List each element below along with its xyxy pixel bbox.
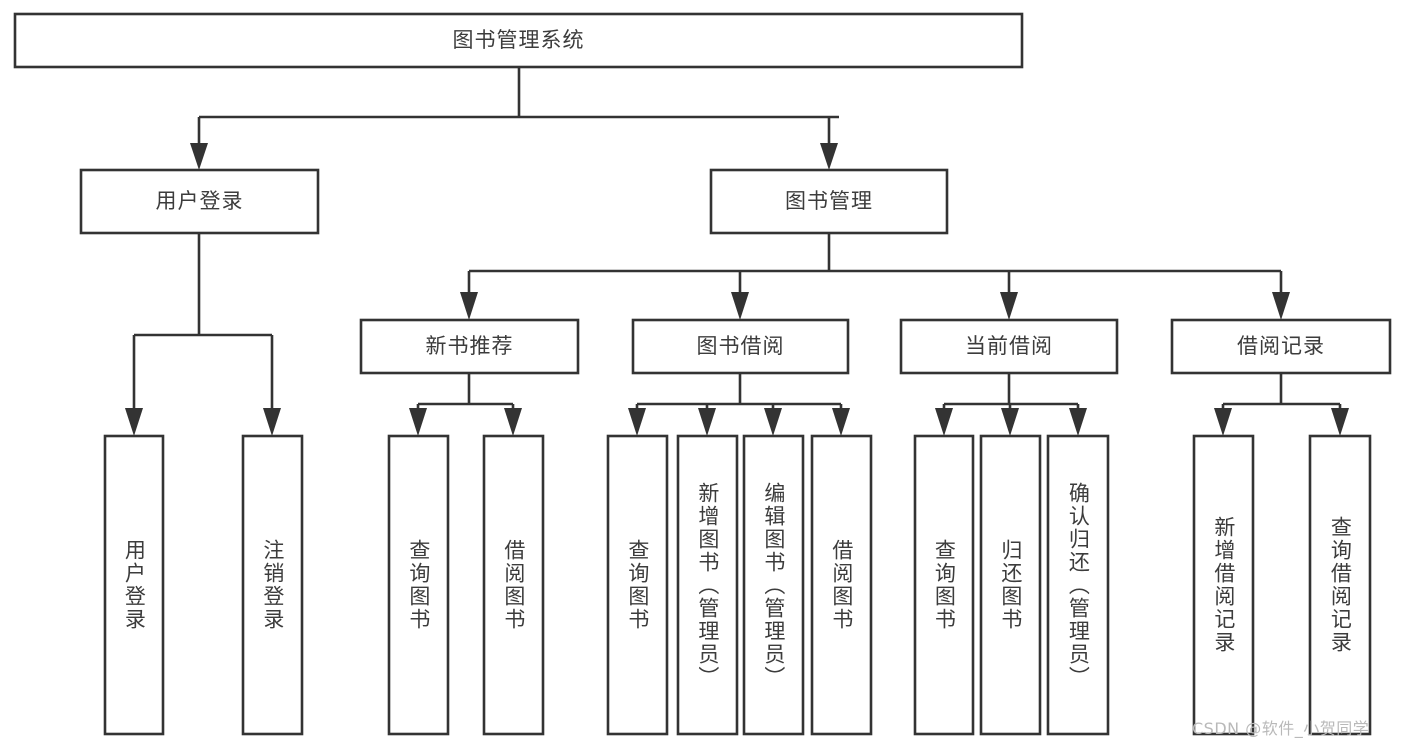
arrow-head-book-mgmt [820, 143, 838, 170]
arrow-head-current-borrow [1000, 292, 1018, 320]
node-box-leaf-new-book-1[interactable] [387, 434, 450, 736]
node-box-root[interactable] [13, 12, 1024, 69]
arrow-head-user-login-leaf-1 [125, 408, 143, 436]
node-box-leaf-user-login-1[interactable] [103, 434, 165, 736]
arrow-head-book-borrow-leaf-1 [628, 408, 646, 436]
arrow-head-book-borrow-leaf-2 [698, 408, 716, 436]
node-box-leaf-user-login-2[interactable] [241, 434, 304, 736]
csdn-watermark: CSDN @软件_小贺同学 [1192, 719, 1370, 738]
node-box-leaf-book-borrow-2[interactable] [676, 434, 739, 736]
arrow-head-borrow-record [1272, 292, 1290, 320]
arrow-head-current-borrow-leaf-1 [935, 408, 953, 436]
arrow-head-user-login-leaf-2 [263, 408, 281, 436]
node-box-borrow-record[interactable] [1170, 318, 1392, 375]
arrow-head-book-borrow-leaf-3 [764, 408, 782, 436]
arrow-head-user-login [190, 143, 208, 170]
arrow-head-new-book-leaf-1 [409, 408, 427, 436]
connector-group-borrow-record [1214, 373, 1349, 436]
arrow-head-book-borrow-leaf-4 [832, 408, 850, 436]
connector-group-new-book [409, 373, 522, 436]
node-box-book-mgmt[interactable] [709, 168, 949, 235]
arrow-head-book-borrow [731, 292, 749, 320]
node-box-book-borrow[interactable] [631, 318, 850, 375]
connector-group-current-borrow [935, 373, 1087, 436]
node-box-leaf-new-book-2[interactable] [482, 434, 545, 736]
node-box-leaf-current-borrow-2[interactable] [979, 434, 1042, 736]
node-box-leaf-book-borrow-4[interactable] [810, 434, 873, 736]
arrow-head-current-borrow-leaf-2 [1001, 408, 1019, 436]
node-box-leaf-borrow-record-2[interactable] [1308, 434, 1372, 736]
arrow-head-new-book-leaf-2 [504, 408, 522, 436]
node-box-current-borrow[interactable] [899, 318, 1119, 375]
arrow-head-current-borrow-leaf-3 [1069, 408, 1087, 436]
node-box-user-login[interactable] [79, 168, 320, 235]
node-box-leaf-current-borrow-3[interactable] [1046, 434, 1110, 736]
arrow-head-borrow-record-leaf-1 [1214, 408, 1232, 436]
node-box-new-book-recommend[interactable] [359, 318, 580, 375]
connector-group-user-login [125, 233, 281, 436]
connector-group-book-borrow [628, 373, 850, 436]
connector-group-root [190, 67, 839, 170]
arrow-head-new-book [460, 292, 478, 320]
node-box-leaf-book-borrow-1[interactable] [606, 434, 669, 736]
node-box-leaf-borrow-record-1[interactable] [1192, 434, 1255, 736]
arrow-head-borrow-record-leaf-2 [1331, 408, 1349, 436]
node-box-leaf-current-borrow-1[interactable] [913, 434, 975, 736]
node-box-leaf-book-borrow-3[interactable] [742, 434, 805, 736]
connector-group-book-mgmt [460, 233, 1290, 320]
